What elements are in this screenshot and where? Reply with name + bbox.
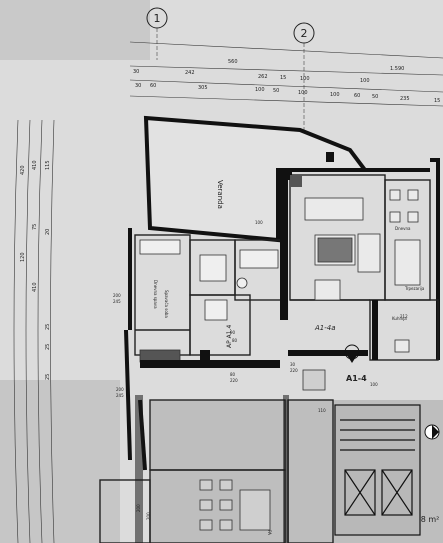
dim-text: 200 bbox=[146, 512, 151, 520]
dim-text: 80 bbox=[232, 338, 238, 343]
dim-text: 120 bbox=[20, 252, 26, 262]
grid-marker-label: 1 bbox=[154, 12, 161, 25]
left-dimension-curves bbox=[13, 119, 55, 543]
staircase bbox=[334, 404, 421, 536]
dim-text: 100 bbox=[360, 78, 370, 84]
grid-marker-label: 2 bbox=[301, 27, 308, 40]
dim-text: 115 bbox=[45, 160, 51, 170]
section-marker bbox=[344, 344, 360, 363]
room-label-veranda: Veranda bbox=[216, 180, 224, 209]
grid-marker-1: 1 bbox=[146, 7, 168, 60]
dim-text: 200 bbox=[116, 387, 124, 392]
dim-text: 30 bbox=[290, 362, 296, 367]
paper-smudge bbox=[0, 380, 120, 543]
dim-text: 1.590 bbox=[390, 66, 404, 72]
apartment-label: A1-4 bbox=[346, 374, 367, 383]
apartment-vertical-label: AP A1.4 bbox=[226, 325, 233, 348]
dim-text: 20 bbox=[45, 229, 51, 235]
interior-dimensions: 100 90 200 245 80 220 212 200 245 30 220… bbox=[113, 220, 408, 520]
dim-text: 50 bbox=[273, 88, 279, 94]
area-label: 40.8 m² bbox=[408, 515, 439, 524]
dim-text: 80 bbox=[230, 372, 236, 377]
dim-text: 100 bbox=[370, 382, 378, 387]
dim-text: 60 bbox=[354, 93, 360, 99]
compass-icon bbox=[424, 424, 440, 440]
room-label-kitchen: Kuhinja bbox=[392, 316, 407, 321]
lower-furniture bbox=[199, 369, 326, 531]
dim-text: 30 bbox=[135, 83, 141, 89]
dim-text: 75 bbox=[32, 224, 38, 230]
handwritten-note: A1-4a bbox=[314, 324, 336, 332]
dim-text: 25 bbox=[45, 374, 51, 380]
room-label-sleeping: Dnevna spava bbox=[153, 280, 158, 309]
dim-text: 410 bbox=[32, 160, 38, 170]
dim-text: 15 bbox=[434, 98, 440, 104]
dim-text: 242 bbox=[185, 70, 195, 76]
dim-text: 220 bbox=[290, 368, 298, 373]
dim-text: 100 bbox=[300, 76, 310, 82]
room-label-dining: Trpezarija bbox=[404, 286, 425, 291]
dim-text: 262 bbox=[258, 74, 268, 80]
top-dimension-lines bbox=[129, 41, 443, 107]
dim-text: 100 bbox=[255, 87, 265, 93]
dim-text: 50 bbox=[372, 94, 378, 100]
dim-text: 200 bbox=[113, 293, 121, 298]
dim-text: 560 bbox=[228, 59, 238, 65]
dim-text: 220 bbox=[230, 378, 238, 383]
furniture-living bbox=[304, 189, 421, 353]
room-label-bedroom: Spavaća soba bbox=[164, 290, 169, 318]
dim-text: 110 bbox=[318, 408, 326, 413]
dim-text: 305 bbox=[198, 85, 208, 91]
dim-text: 100 bbox=[255, 220, 263, 225]
top-dimension-texts: 560 1.590 30 242 262 15 100 100 30 60 30… bbox=[133, 59, 440, 104]
scan-shadow bbox=[135, 395, 289, 543]
dim-text: 100 bbox=[298, 90, 308, 96]
dim-text: 15 bbox=[280, 75, 286, 81]
dim-text: 410 bbox=[32, 282, 38, 292]
room-label-living: Dnevna bbox=[395, 226, 411, 231]
furniture-bedroom bbox=[139, 239, 279, 363]
stair-label: PA bbox=[267, 530, 272, 535]
dim-text: 60 bbox=[150, 83, 156, 89]
dim-text: 245 bbox=[116, 393, 124, 398]
dim-text: 25 bbox=[45, 344, 51, 350]
dim-text: 420 bbox=[20, 165, 26, 175]
left-dimension-texts: 420 410 115 75 20 120 410 25 25 25 bbox=[20, 160, 51, 380]
dim-text: 212 bbox=[400, 314, 408, 319]
dim-text: 90 bbox=[230, 330, 236, 335]
paper-smudge bbox=[0, 0, 150, 60]
inner-walls bbox=[140, 152, 378, 368]
dim-text: 235 bbox=[400, 96, 410, 102]
dim-text: 30 bbox=[133, 69, 139, 75]
dim-text: 245 bbox=[113, 299, 121, 304]
dim-text: 100 bbox=[330, 92, 340, 98]
dim-text: 25 bbox=[45, 324, 51, 330]
